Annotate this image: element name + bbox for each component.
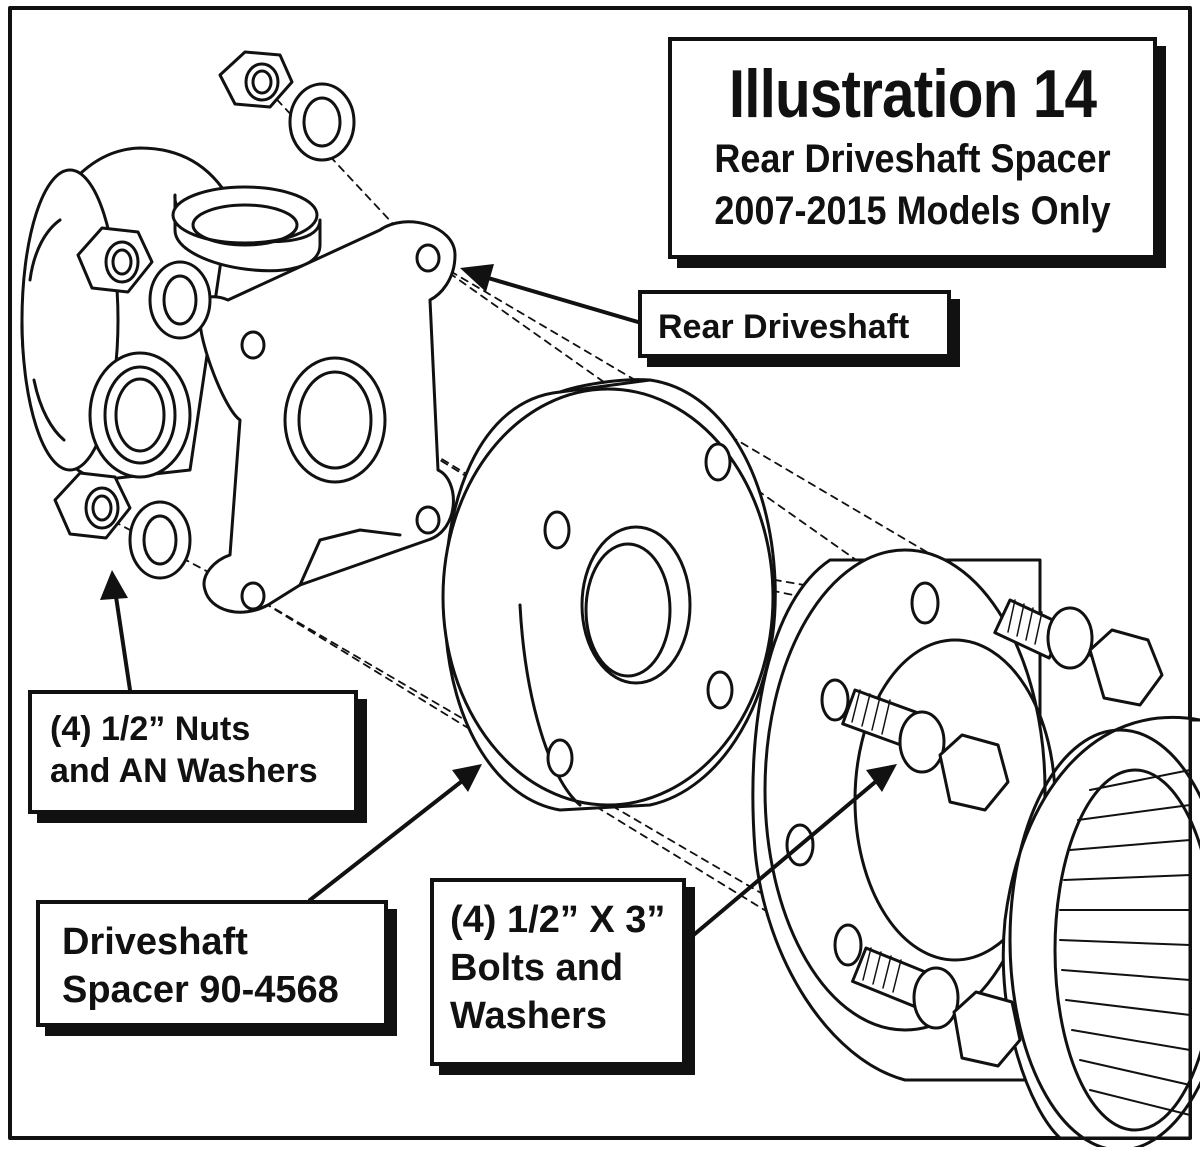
title-box: Illustration 14 Rear Driveshaft Spacer 2… bbox=[668, 37, 1157, 259]
nut-and-washer-upper-left bbox=[76, 226, 212, 340]
model-years: 2007-2015 Models Only bbox=[714, 189, 1111, 233]
bolt-bottom bbox=[851, 946, 1022, 1068]
companion-flange bbox=[751, 548, 1057, 1082]
arrow-nuts bbox=[113, 588, 132, 692]
arrow-rear-driveshaft bbox=[476, 273, 640, 324]
rear-driveshaft-flange bbox=[20, 146, 457, 614]
nut-and-washer-lower-left bbox=[53, 471, 192, 580]
arrow-spacer bbox=[308, 776, 468, 902]
rear-driveshaft-label: Rear Driveshaft bbox=[658, 308, 910, 346]
nuts-label-line1: (4) 1/2” Nuts bbox=[50, 710, 251, 748]
bolts-label-line3: Washers bbox=[450, 995, 607, 1037]
spacer-label-line1: Driveshaft bbox=[62, 921, 248, 963]
bolts-washers-callout: (4) 1/2” X 3” Bolts and Washers bbox=[430, 878, 686, 1066]
leader-arrows bbox=[100, 264, 897, 940]
bolts-label-line1: (4) 1/2” X 3” bbox=[450, 899, 666, 941]
bolt-top-right bbox=[993, 598, 1164, 707]
illustration-frame bbox=[8, 6, 1192, 1140]
nuts-label-line2: and AN Washers bbox=[50, 752, 318, 790]
rear-driveshaft-callout: Rear Driveshaft bbox=[638, 290, 951, 358]
illustration-title: Illustration 14 bbox=[728, 56, 1097, 132]
illustration-subtitle: Rear Driveshaft Spacer bbox=[714, 137, 1111, 181]
arrow-bolts bbox=[688, 776, 882, 940]
nut-and-washer-top bbox=[218, 50, 356, 162]
spacer-label-line2: Spacer 90-4568 bbox=[62, 969, 339, 1011]
bolt-middle bbox=[841, 688, 1010, 812]
driveshaft-spacer-90-4568 bbox=[441, 378, 777, 812]
nuts-washers-callout: (4) 1/2” Nuts and AN Washers bbox=[28, 690, 358, 814]
pinion-splined-shaft bbox=[1001, 716, 1200, 1152]
spacer-callout: Driveshaft Spacer 90-4568 bbox=[36, 900, 388, 1027]
bolts-label-line2: Bolts and bbox=[450, 947, 624, 989]
